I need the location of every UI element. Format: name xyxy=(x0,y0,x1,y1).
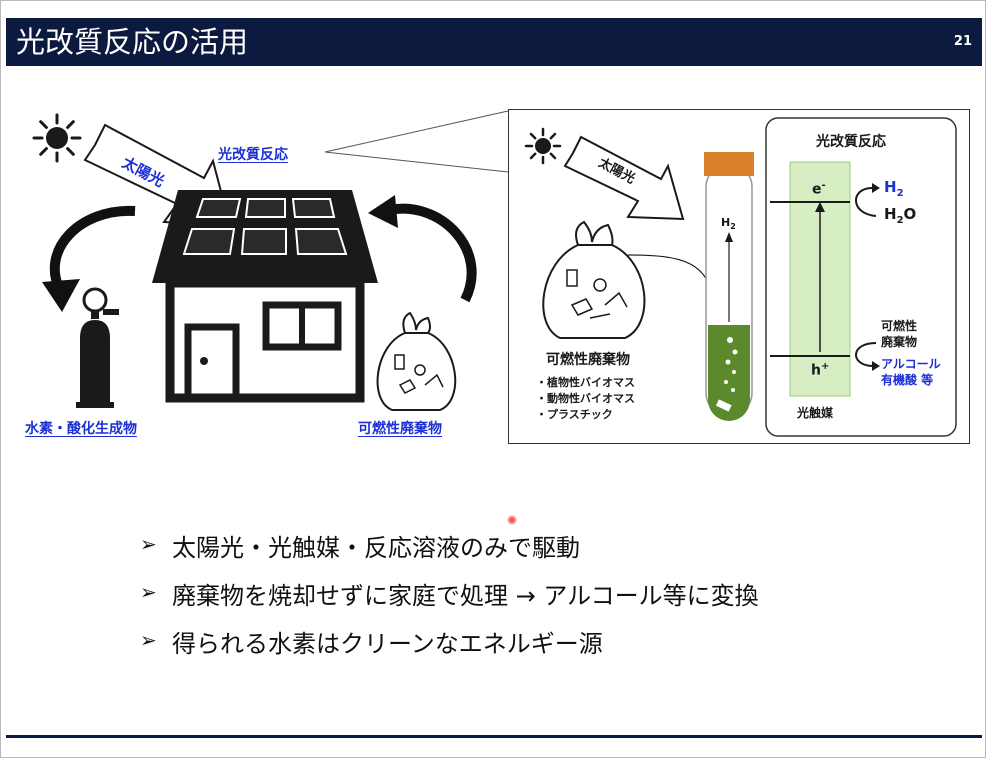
waste-item-list: ・植物性バイオマス ・動物性バイオマス ・プラスチック xyxy=(536,374,635,422)
h2o-label: H2O xyxy=(884,205,917,226)
garbage-bag-icon xyxy=(376,311,457,411)
left-curved-arrow xyxy=(49,205,136,293)
hole-arrow xyxy=(855,342,877,367)
product-line: 有機酸 等 xyxy=(881,373,934,387)
electron-arrow xyxy=(855,187,877,217)
bullet-text: 太陽光・光触媒・反応溶液のみで駆動 xyxy=(172,534,580,562)
reaction-box-title: 光改質反応 xyxy=(816,134,886,150)
panel-garbage-bag-icon xyxy=(542,220,646,339)
laser-pointer xyxy=(507,515,517,525)
waste-label: 可燃性廃棄物 xyxy=(358,421,442,437)
sun-icon xyxy=(32,113,82,163)
tube-gas-label: H2 xyxy=(721,216,736,232)
house-body xyxy=(165,278,365,403)
product-line: アルコール xyxy=(881,357,941,371)
solar-panels xyxy=(182,198,348,255)
catalyst-label: 光触媒 xyxy=(797,406,834,420)
bullet-arrow-icon: ➢ xyxy=(140,580,157,604)
right-curved-arrow xyxy=(389,203,477,303)
slide-bottom-border xyxy=(6,735,982,738)
page-number: 21 xyxy=(953,34,972,49)
waste-input-line: 可燃性 xyxy=(881,319,918,333)
slide-title: 光改質反応の活用 xyxy=(16,25,249,59)
gas-cylinder-icon xyxy=(76,287,119,408)
slide-header: 光改質反応の活用 21 xyxy=(6,18,982,66)
bullet-text: 得られる水素はクリーンなエネルギー源 xyxy=(172,630,603,658)
test-tube xyxy=(704,152,754,421)
waste-input-label: 可燃性 廃棄物 xyxy=(881,318,917,350)
hole-label: h+ xyxy=(811,361,830,379)
bullet-arrow-icon: ➢ xyxy=(140,628,157,652)
bullet-text: 廃棄物を焼却せずに家庭で処理 → アルコール等に変換 xyxy=(172,582,759,610)
waste-item: ・動物性バイオマス xyxy=(536,392,635,405)
waste-input-line: 廃棄物 xyxy=(881,335,918,349)
h2-product-label: H2 xyxy=(884,178,904,199)
electron-label: e- xyxy=(812,180,826,198)
panel-sunlight-arrow xyxy=(563,135,685,221)
small-sun-icon xyxy=(524,127,562,165)
product-label: アルコール 有機酸 等 xyxy=(881,356,941,388)
bullet-arrow-icon: ➢ xyxy=(140,532,157,556)
hydrogen-label: 水素・酸化生成物 xyxy=(25,421,137,437)
waste-item: ・プラスチック xyxy=(536,408,613,421)
waste-item: ・植物性バイオマス xyxy=(536,376,635,389)
house-door xyxy=(184,323,240,402)
panel-waste-title: 可燃性廃棄物 xyxy=(546,352,630,368)
reaction-link: 光改質反応 xyxy=(218,147,288,163)
